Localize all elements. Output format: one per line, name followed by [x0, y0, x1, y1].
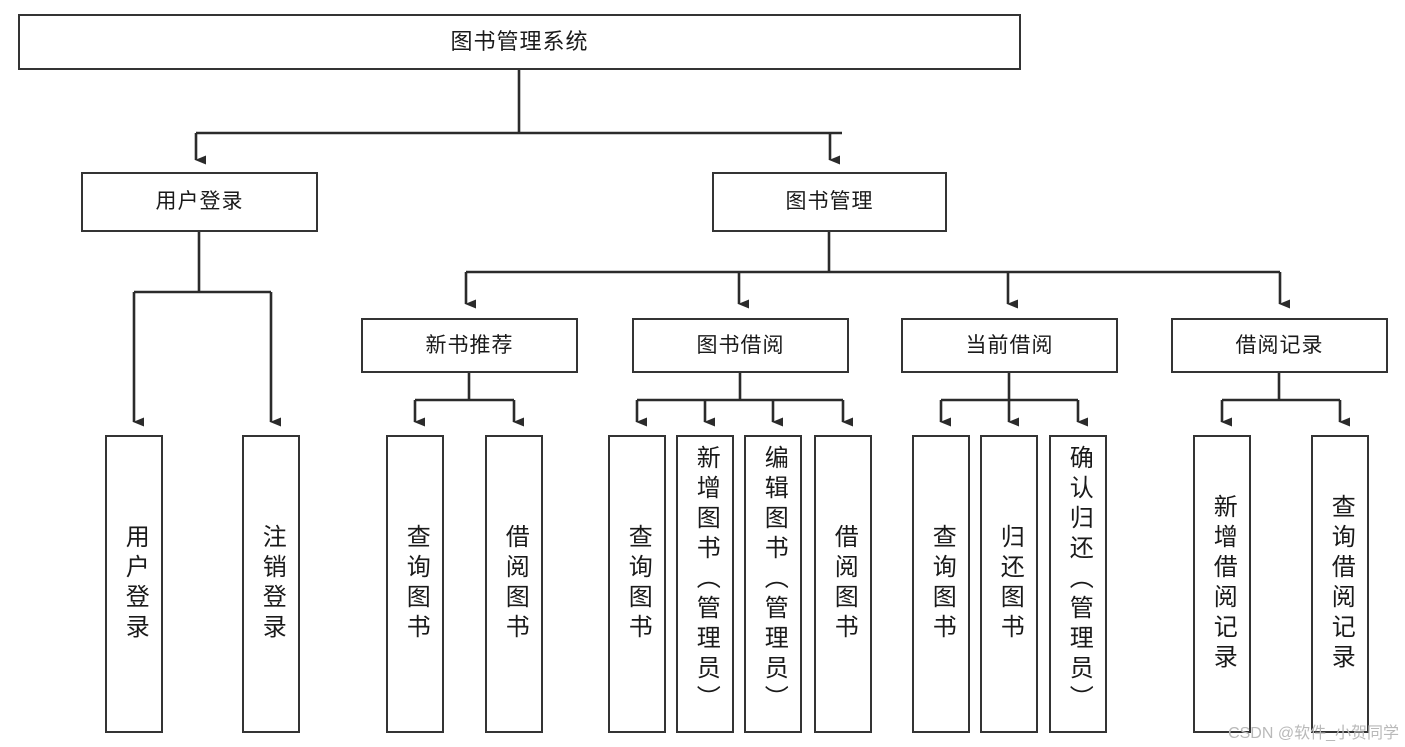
node-label: 新增图书（管理员）: [692, 445, 720, 715]
node-new-book-recommend[interactable]: 新书推荐: [361, 318, 578, 373]
leaf-query-book-recommend[interactable]: 查询图书: [386, 435, 444, 733]
node-borrow-record[interactable]: 借阅记录: [1171, 318, 1388, 373]
node-label: 查询图书: [624, 524, 652, 644]
node-label: 当前借阅: [965, 333, 1054, 357]
node-label: 借阅记录: [1235, 333, 1324, 357]
node-label: 借阅图书: [501, 524, 529, 644]
node-root-book-management-system[interactable]: 图书管理系统: [18, 14, 1021, 70]
leaf-borrow-book[interactable]: 借阅图书: [814, 435, 872, 733]
leaf-add-borrow-record[interactable]: 新增借阅记录: [1193, 435, 1251, 733]
leaf-add-book-admin[interactable]: 新增图书（管理员）: [676, 435, 734, 733]
leaf-edit-book-admin[interactable]: 编辑图书（管理员）: [744, 435, 802, 733]
node-label: 新增借阅记录: [1209, 494, 1237, 674]
node-label: 注销登录: [258, 524, 286, 644]
leaf-borrow-book-recommend[interactable]: 借阅图书: [485, 435, 543, 733]
node-user-login[interactable]: 用户登录: [81, 172, 318, 232]
node-label: 图书管理系统: [450, 28, 589, 54]
node-label: 用户登录: [121, 524, 149, 644]
node-label: 查询图书: [402, 524, 430, 644]
node-label: 图书借阅: [696, 333, 785, 357]
leaf-query-borrow-record[interactable]: 查询借阅记录: [1311, 435, 1369, 733]
node-label: 借阅图书: [830, 524, 858, 644]
node-current-borrow[interactable]: 当前借阅: [901, 318, 1118, 373]
node-label: 图书管理: [785, 190, 874, 214]
node-book-borrow[interactable]: 图书借阅: [632, 318, 849, 373]
leaf-query-book-borrow[interactable]: 查询图书: [608, 435, 666, 733]
node-book-management[interactable]: 图书管理: [712, 172, 947, 232]
leaf-query-book-current[interactable]: 查询图书: [912, 435, 970, 733]
leaf-user-login[interactable]: 用户登录: [105, 435, 163, 733]
node-label: 用户登录: [155, 190, 244, 214]
node-label: 查询借阅记录: [1327, 494, 1355, 674]
watermark: CSDN @软件_小贺同学: [1228, 725, 1399, 742]
leaf-logout-login[interactable]: 注销登录: [242, 435, 300, 733]
node-label: 查询图书: [928, 524, 956, 644]
leaf-confirm-return-admin[interactable]: 确认归还（管理员）: [1049, 435, 1107, 733]
leaf-return-book[interactable]: 归还图书: [980, 435, 1038, 733]
node-label: 归还图书: [996, 524, 1024, 644]
node-label: 编辑图书（管理员）: [760, 445, 788, 715]
node-label: 确认归还（管理员）: [1065, 445, 1093, 715]
node-label: 新书推荐: [425, 333, 514, 357]
